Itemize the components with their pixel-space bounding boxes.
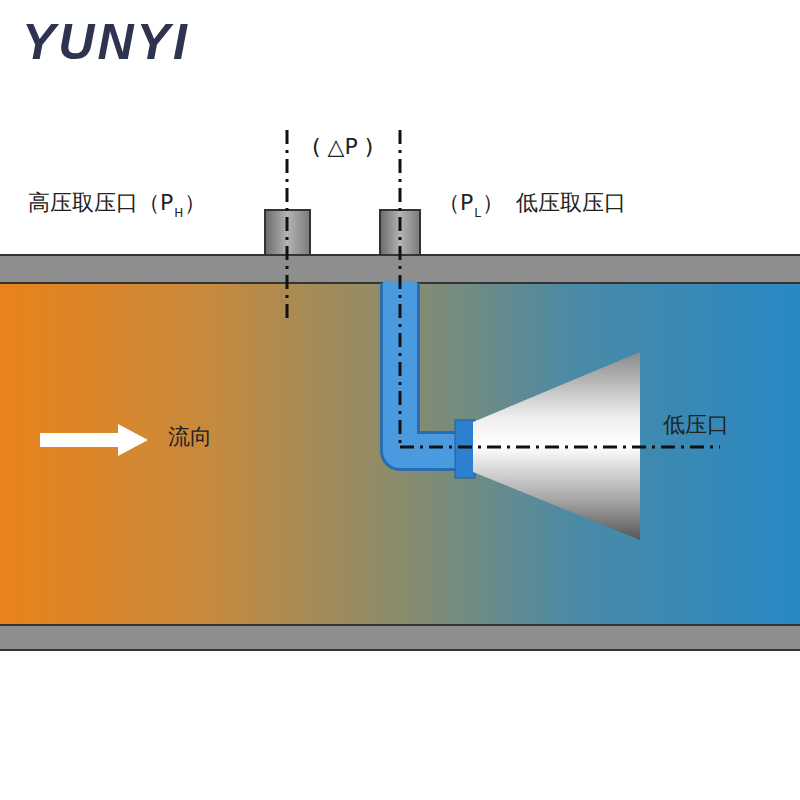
port-label: 低压口 [663,412,729,438]
port-label-group: 低压口 [663,412,729,438]
tube-collar [455,420,475,478]
tap-label: ） [482,190,504,216]
tap-label-group: 高压取压口（PH） [28,190,206,216]
tap-label: 高压取压口 [28,190,138,216]
pipe-wall [0,625,800,650]
subscript: L [474,206,481,220]
flow-direction-label-group: 流向 [168,424,212,450]
tap-label: 低压取压口 [516,190,626,216]
flow-direction-label: 流向 [168,424,212,450]
brand-logo: YUNYI [22,12,190,72]
tap-label: ） [184,190,206,216]
subscript: H [174,206,183,220]
tap-label: （P [138,190,173,216]
center-line [287,130,720,447]
differential-pressure-label: ( △P ) [312,134,373,160]
brand-logo-group: YUNYI [22,12,190,72]
tap-label: （P [438,190,473,216]
impulse-tube [400,281,462,451]
tap-label-group: （PL）低压取压口 [438,190,626,216]
differential-pressure-label-group: ( △P ) [312,134,373,160]
flow-arrow [40,424,148,456]
